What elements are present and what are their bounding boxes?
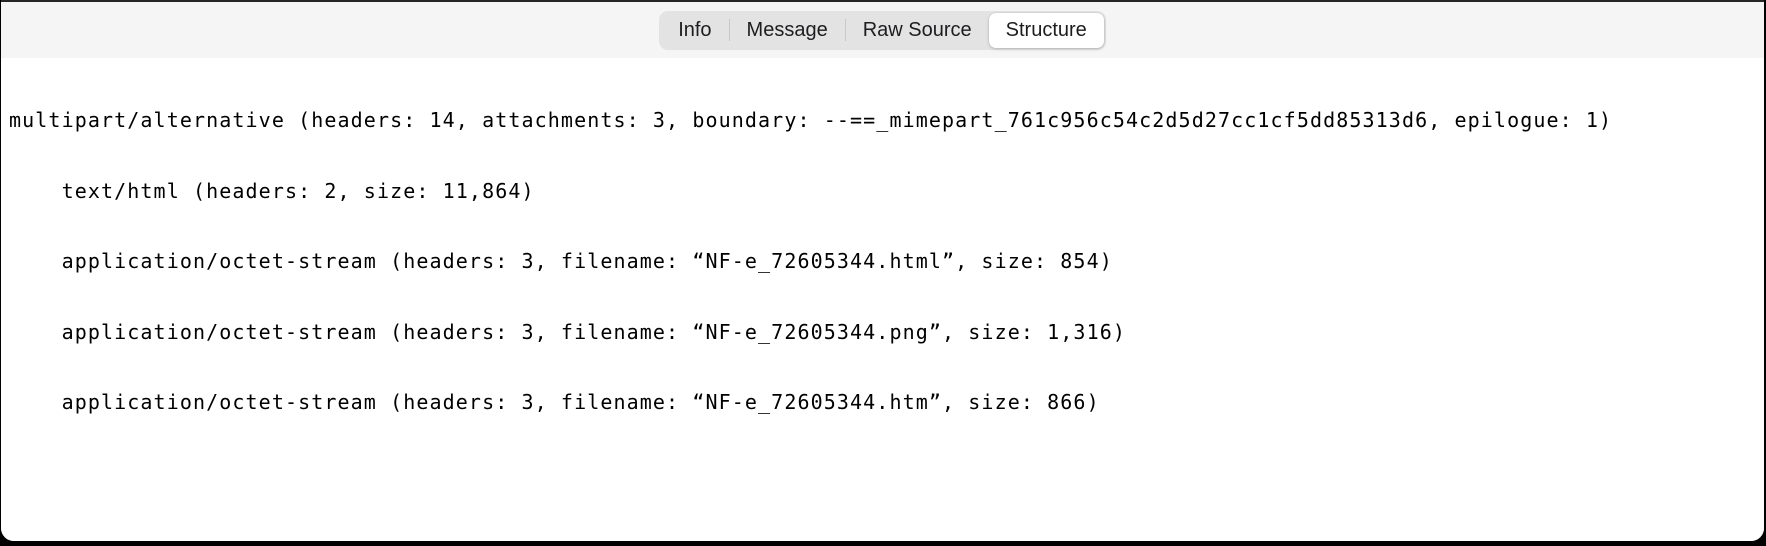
mime-tree: multipart/alternative (headers: 14, atta… bbox=[1, 58, 1764, 462]
tab-message[interactable]: Message bbox=[746, 18, 828, 41]
mime-structure-view: multipart/alternative (headers: 14, atta… bbox=[1, 58, 1764, 541]
mime-part-line: application/octet-stream (headers: 3, fi… bbox=[9, 390, 1100, 414]
mime-part-root-line: multipart/alternative (headers: 14, atta… bbox=[9, 108, 1613, 132]
view-mode-segmented-control: Info Message Raw Source Structure bbox=[659, 10, 1106, 50]
tab-structure[interactable]: Structure bbox=[988, 12, 1104, 48]
mime-part-line: application/octet-stream (headers: 3, fi… bbox=[9, 249, 1113, 273]
mime-part-line: text/html (headers: 2, size: 11,864) bbox=[9, 178, 535, 203]
tab-info[interactable]: Info bbox=[678, 18, 712, 41]
tab-raw-source[interactable]: Raw Source bbox=[862, 18, 972, 41]
window-top-border bbox=[1, 0, 1764, 2]
view-mode-toolbar: Info Message Raw Source Structure bbox=[1, 2, 1764, 58]
segment-divider bbox=[844, 19, 846, 41]
segment-divider bbox=[728, 19, 730, 41]
mime-part-line: application/octet-stream (headers: 3, fi… bbox=[9, 319, 1126, 344]
